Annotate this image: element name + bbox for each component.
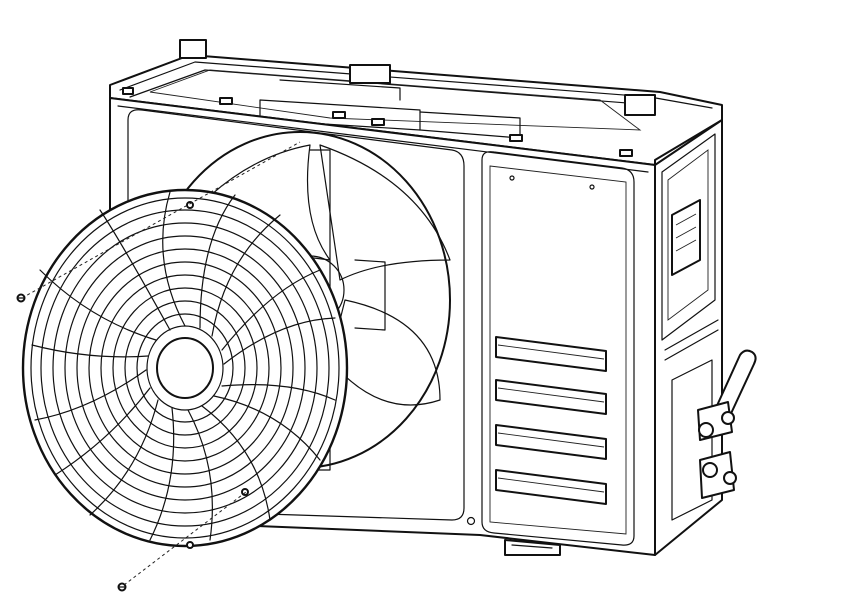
terminal-block	[671, 199, 701, 276]
top-bracket-center	[349, 64, 391, 84]
top-bracket-right	[624, 94, 656, 116]
grille-screw-bottom	[117, 582, 127, 592]
grille-fixing-bottom	[186, 541, 194, 549]
front-fan-grille	[21, 188, 349, 549]
grille-spokes	[31, 191, 336, 541]
right-side-panel	[654, 119, 723, 556]
cabinet-screw-front	[466, 516, 476, 526]
grille-rings	[40, 209, 330, 527]
right-panel-louvers	[495, 336, 607, 505]
mounting-foot	[504, 539, 561, 556]
top-frame-tabs	[122, 87, 633, 157]
grille-fixing-top	[186, 201, 194, 209]
refrigerant-service-valves	[697, 349, 757, 499]
screw-leader-lines	[21, 141, 301, 586]
grille-screw-left	[16, 293, 26, 303]
top-bracket-left	[179, 39, 207, 59]
